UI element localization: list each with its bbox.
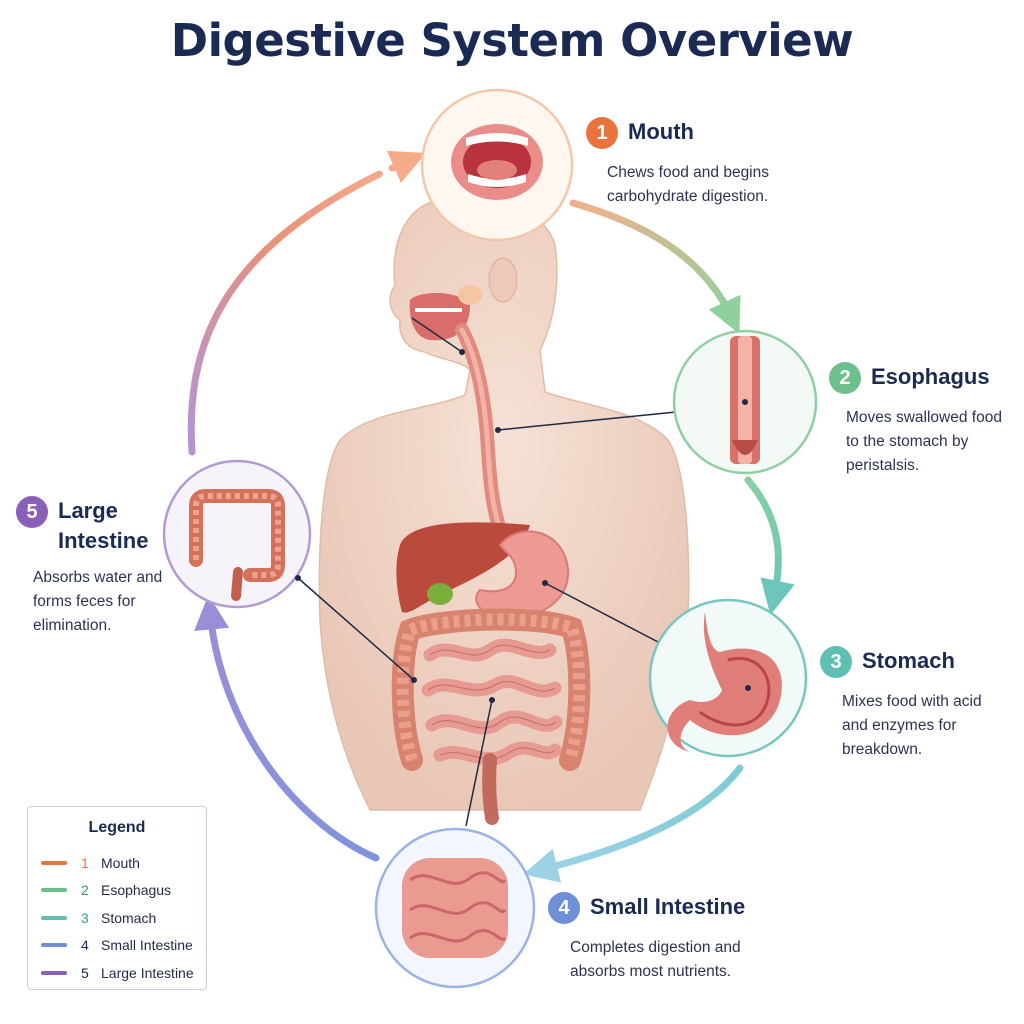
arrow-stomach-to-small-intestine [523, 764, 744, 883]
stage-title: Large Intestine [58, 498, 149, 553]
legend-item: 4 Small Intestine [28, 932, 206, 960]
stage-badge: 3 [820, 646, 852, 678]
legend-item: 5 Large Intestine [28, 959, 206, 987]
arrow-small-to-large-intestine [194, 594, 380, 862]
stage-description: Absorbs water and forms feces for elimin… [33, 569, 163, 634]
legend-swatch [41, 970, 67, 975]
legend-label: Stomach [101, 909, 157, 926]
legend-swatch [41, 860, 67, 865]
arrow-large-to-mouth [187, 150, 427, 456]
human-torso-illustration [318, 198, 690, 825]
legend-label: Large Intestine [101, 964, 194, 981]
stage-badge: 2 [829, 362, 861, 394]
legend-number: 5 [81, 964, 89, 981]
stage-badge: 1 [586, 117, 618, 149]
stage-title: Mouth [628, 119, 694, 144]
stage-small-intestine: 4 Small Intestine Completes digestion an… [548, 892, 778, 984]
leader-lines [297, 317, 677, 827]
legend-label: Small Intestine [101, 937, 193, 954]
legend: Legend 1 Mouth 2 Esophagus 3 Stomach 4 S… [27, 806, 207, 990]
legend-number: 1 [81, 854, 89, 871]
legend-label: Mouth [101, 854, 140, 871]
legend-label: Esophagus [101, 882, 172, 899]
legend-swatch [41, 943, 67, 948]
stage-description: Chews food and begins carbohydrate diges… [607, 164, 770, 205]
stage-description: Completes digestion and absorbs most nut… [570, 939, 741, 980]
legend-item: 3 Stomach [28, 904, 206, 932]
legend-number: 2 [81, 882, 89, 899]
esophagus-circle [672, 329, 818, 475]
stomach-circle [648, 598, 808, 758]
legend-item: 1 Mouth [28, 849, 206, 877]
small-intestine-circle [374, 827, 536, 989]
stage-title: Small Intestine [590, 894, 746, 919]
page-title: Digestive System Overview [170, 14, 854, 67]
stage-badge: 4 [548, 892, 580, 924]
stage-stomach: 3 Stomach Mixes food with acid and enzym… [820, 646, 1020, 762]
stage-title: Stomach [862, 648, 955, 673]
stage-description: Moves swallowed food to the stomach by p… [846, 409, 1002, 474]
large-intestine-circle [162, 459, 312, 609]
legend-title: Legend [88, 819, 146, 836]
stage-large-intestine: 5 Large Intestine Absorbs water and form… [16, 496, 176, 638]
legend-swatch [41, 888, 67, 893]
legend-number: 3 [81, 909, 89, 926]
legend-number: 4 [81, 937, 89, 954]
arrow-esophagus-to-stomach [744, 476, 795, 616]
stage-description: Mixes food with acid and enzymes for bre… [842, 693, 982, 758]
stage-mouth: 1 Mouth Chews food and begins carbohydra… [586, 117, 806, 209]
mouth-circle [420, 88, 574, 242]
stage-title: Esophagus [871, 364, 990, 389]
arrow-mouth-to-esophagus [569, 199, 741, 334]
legend-swatch [41, 915, 67, 920]
legend-item: 2 Esophagus [28, 877, 206, 905]
stage-badge: 5 [16, 496, 48, 528]
stage-esophagus: 2 Esophagus Moves swallowed food to the … [829, 362, 1019, 478]
